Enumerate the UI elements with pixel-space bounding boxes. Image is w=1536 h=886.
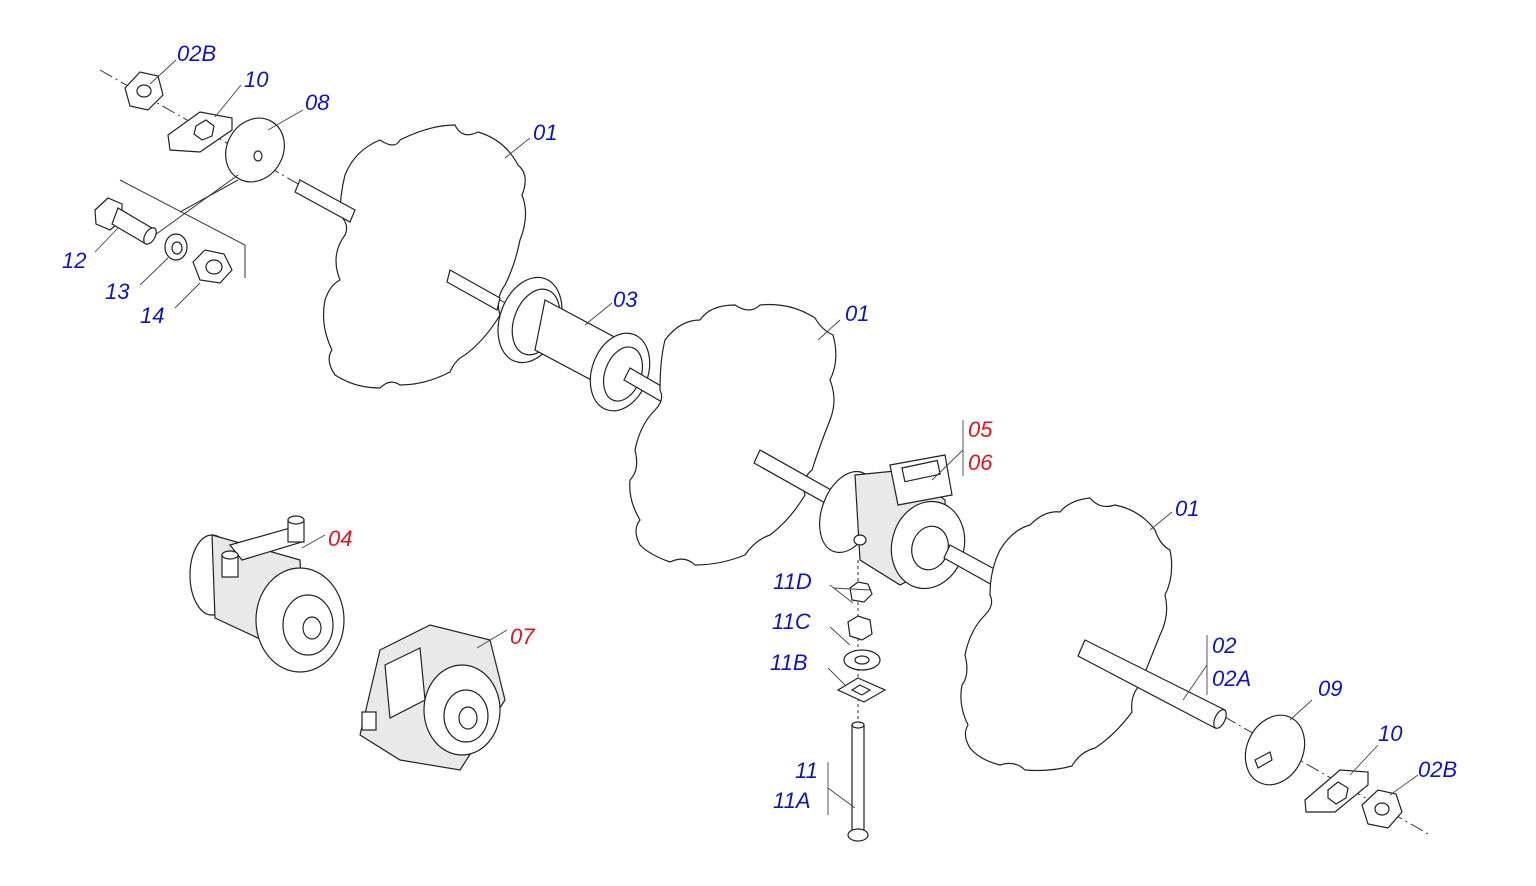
bolt-11 (847, 721, 869, 842)
disc-01-a (294, 124, 527, 389)
label-11d: 11D (773, 569, 812, 594)
label-14: 14 (140, 303, 164, 328)
label-11c: 11C (772, 609, 811, 634)
label-05: 05 (968, 417, 993, 442)
label-09: 09 (1318, 676, 1342, 701)
label-07: 07 (510, 624, 535, 649)
label-02b-bottom: 02B (1418, 757, 1457, 782)
label-13: 13 (105, 279, 130, 304)
label-03: 03 (613, 287, 638, 312)
plate-10-top (167, 111, 233, 153)
label-04: 04 (328, 526, 352, 551)
label-01-b: 01 (845, 301, 869, 326)
bearing-housing-07 (359, 624, 506, 771)
label-08: 08 (305, 90, 330, 115)
label-02: 02 (1212, 633, 1236, 658)
washer-09 (1244, 714, 1306, 786)
square-plate-11b (836, 677, 887, 703)
label-12: 12 (62, 248, 86, 273)
disc-01-b (629, 303, 837, 566)
bearing-housing-04 (189, 515, 345, 673)
nut-14 (192, 249, 233, 284)
spool-03 (446, 269, 669, 412)
nut-11d (849, 581, 873, 603)
nut-11c (847, 615, 873, 641)
bolt-12 (94, 197, 157, 245)
label-11a: 11A (773, 788, 811, 813)
washer-08 (225, 117, 285, 183)
label-01-c: 01 (1175, 496, 1199, 521)
label-01-a: 01 (533, 120, 557, 145)
label-11: 11 (795, 758, 818, 783)
plate-10-bottom (1304, 769, 1369, 813)
nut-02b-bottom (1361, 789, 1403, 829)
label-10-top: 10 (244, 67, 269, 92)
shaft-02 (1077, 639, 1227, 729)
nut-02b-top (124, 71, 164, 111)
label-11b: 11B (770, 650, 808, 675)
leader-lines (94, 59, 1419, 815)
bearing-assembly-05-06 (819, 454, 966, 590)
label-06: 06 (968, 450, 993, 475)
label-10-bottom: 10 (1378, 721, 1403, 746)
washer-13 (164, 233, 188, 261)
disc-01-c (960, 497, 1173, 772)
washer-11b (843, 649, 881, 671)
label-02b-top: 02B (177, 41, 216, 66)
label-02a: 02A (1212, 666, 1251, 691)
